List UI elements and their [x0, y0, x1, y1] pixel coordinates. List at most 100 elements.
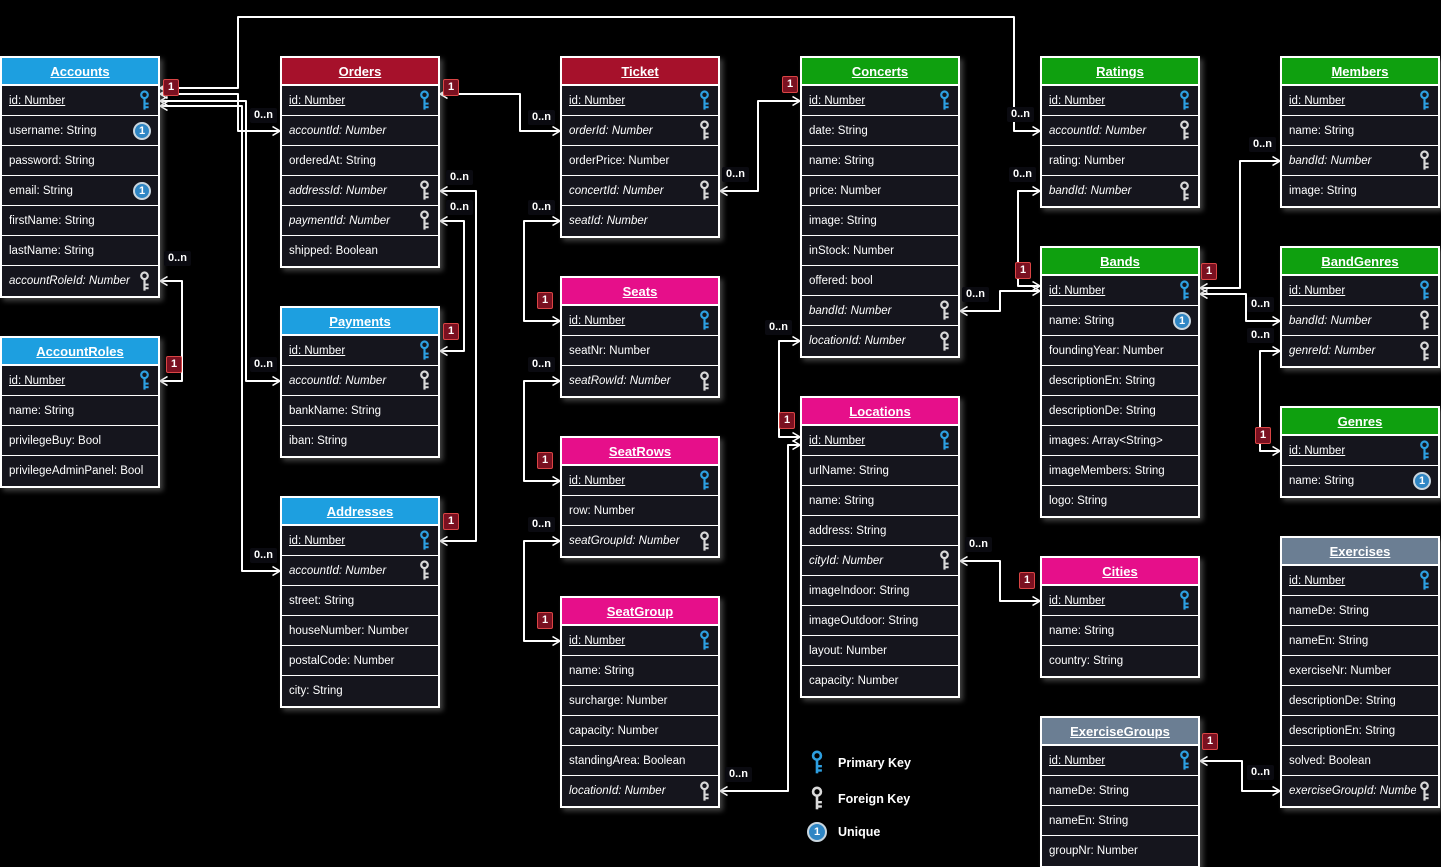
table-title[interactable]: Seats [562, 278, 718, 306]
field-row[interactable]: id: Number [1282, 86, 1438, 116]
field-row[interactable]: imageMembers: String [1042, 456, 1198, 486]
field-row[interactable]: inStock: Number [802, 236, 958, 266]
table-title[interactable]: Genres [1282, 408, 1438, 436]
field-row[interactable]: firstName: String [2, 206, 158, 236]
table-title[interactable]: BandGenres [1282, 248, 1438, 276]
field-row[interactable]: id: Number [1042, 746, 1198, 776]
field-row[interactable]: iban: String [282, 426, 438, 456]
field-row[interactable]: descriptionEn: String [1282, 716, 1438, 746]
table-title[interactable]: Ratings [1042, 58, 1198, 86]
field-row[interactable]: exerciseGroupId: Number [1282, 776, 1438, 806]
field-row[interactable]: accountId: Number [282, 556, 438, 586]
field-row[interactable]: date: String [802, 116, 958, 146]
field-row[interactable]: id: Number [2, 86, 158, 116]
table-title[interactable]: Cities [1042, 558, 1198, 586]
field-row[interactable]: locationId: Number [562, 776, 718, 806]
field-row[interactable]: seatGroupId: Number [562, 526, 718, 556]
field-row[interactable]: accountId: Number [282, 366, 438, 396]
field-row[interactable]: id: Number [802, 426, 958, 456]
field-row[interactable]: paymentId: Number [282, 206, 438, 236]
field-row[interactable]: orderedAt: String [282, 146, 438, 176]
field-row[interactable]: concertId: Number [562, 176, 718, 206]
field-row[interactable]: rating: Number [1042, 146, 1198, 176]
field-row[interactable]: id: Number [562, 86, 718, 116]
field-row[interactable]: price: Number [802, 176, 958, 206]
field-row[interactable]: nameEn: String [1282, 626, 1438, 656]
field-row[interactable]: name: String [2, 396, 158, 426]
field-row[interactable]: images: Array<String> [1042, 426, 1198, 456]
field-row[interactable]: bandId: Number [1282, 306, 1438, 336]
field-row[interactable]: cityId: Number [802, 546, 958, 576]
field-row[interactable]: descriptionDe: String [1282, 686, 1438, 716]
field-row[interactable]: accountRoleId: Number [2, 266, 158, 296]
field-row[interactable]: orderPrice: Number [562, 146, 718, 176]
field-row[interactable]: houseNumber: Number [282, 616, 438, 646]
table-title[interactable]: ExerciseGroups [1042, 718, 1198, 746]
field-row[interactable]: orderId: Number [562, 116, 718, 146]
field-row[interactable]: shipped: Boolean [282, 236, 438, 266]
field-row[interactable]: id: Number [562, 306, 718, 336]
field-row[interactable]: bankName: String [282, 396, 438, 426]
field-row[interactable]: foundingYear: Number [1042, 336, 1198, 366]
table-title[interactable]: Bands [1042, 248, 1198, 276]
field-row[interactable]: address: String [802, 516, 958, 546]
field-row[interactable]: surcharge: Number [562, 686, 718, 716]
field-row[interactable]: solved: Boolean [1282, 746, 1438, 776]
field-row[interactable]: country: String [1042, 646, 1198, 676]
table-title[interactable]: Payments [282, 308, 438, 336]
field-row[interactable]: id: Number [562, 466, 718, 496]
field-row[interactable]: name: String [562, 656, 718, 686]
table-title[interactable]: Exercises [1282, 538, 1438, 566]
field-row[interactable]: addressId: Number [282, 176, 438, 206]
field-row[interactable]: imageIndoor: String [802, 576, 958, 606]
field-row[interactable]: id: Number [282, 336, 438, 366]
field-row[interactable]: standingArea: Boolean [562, 746, 718, 776]
field-row[interactable]: nameDe: String [1282, 596, 1438, 626]
table-title[interactable]: Concerts [802, 58, 958, 86]
table-title[interactable]: SeatGroup [562, 598, 718, 626]
field-row[interactable]: genreId: Number [1282, 336, 1438, 366]
field-row[interactable]: descriptionEn: String [1042, 366, 1198, 396]
field-row[interactable]: locationId: Number [802, 326, 958, 356]
field-row[interactable]: id: Number [1282, 276, 1438, 306]
field-row[interactable]: privilegeAdminPanel: Bool [2, 456, 158, 486]
field-row[interactable]: lastName: String [2, 236, 158, 266]
field-row[interactable]: id: Number [1042, 86, 1198, 116]
field-row[interactable]: name: String [1282, 116, 1438, 146]
table-title[interactable]: Locations [802, 398, 958, 426]
field-row[interactable]: nameDe: String [1042, 776, 1198, 806]
field-row[interactable]: exerciseNr: Number [1282, 656, 1438, 686]
field-row[interactable]: image: String [802, 206, 958, 236]
field-row[interactable]: descriptionDe: String [1042, 396, 1198, 426]
field-row[interactable]: bandId: Number [802, 296, 958, 326]
field-row[interactable]: bandId: Number [1042, 176, 1198, 206]
field-row[interactable]: id: Number [2, 366, 158, 396]
field-row[interactable]: image: String [1282, 176, 1438, 206]
table-title[interactable]: Orders [282, 58, 438, 86]
field-row[interactable]: groupNr: Number [1042, 836, 1198, 866]
field-row[interactable]: accountId: Number [1042, 116, 1198, 146]
field-row[interactable]: seatId: Number [562, 206, 718, 236]
field-row[interactable]: privilegeBuy: Bool [2, 426, 158, 456]
table-title[interactable]: Members [1282, 58, 1438, 86]
field-row[interactable]: street: String [282, 586, 438, 616]
field-row[interactable]: name: String [802, 146, 958, 176]
field-row[interactable]: id: Number [802, 86, 958, 116]
field-row[interactable]: accountId: Number [282, 116, 438, 146]
